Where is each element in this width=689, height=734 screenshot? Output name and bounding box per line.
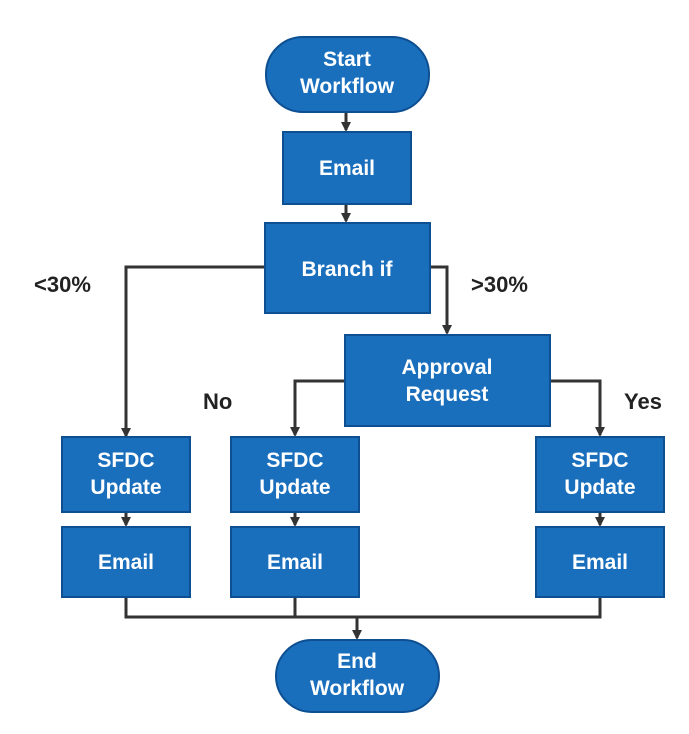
sfdc-update-node-middle[interactable]: SFDC Update xyxy=(230,436,360,513)
node-shape[interactable] xyxy=(230,436,360,513)
label-greater-than-30: >30% xyxy=(471,272,528,297)
email-node-top[interactable]: Email xyxy=(282,131,412,205)
node-label: SFDC Update xyxy=(564,449,635,499)
edge-approval-yes xyxy=(550,379,605,437)
sfdc-update-node-right[interactable]: SFDC Update xyxy=(535,436,665,513)
sfdc-mid-line-1: SFDC xyxy=(266,449,323,472)
node-shape[interactable] xyxy=(230,526,360,598)
node-shape[interactable] xyxy=(535,526,665,598)
sfdc-left-line-1: SFDC xyxy=(97,449,154,472)
sfdc-update-node-left[interactable]: SFDC Update xyxy=(61,436,191,513)
label-yes: Yes xyxy=(624,389,662,414)
connectors xyxy=(121,112,605,640)
approval-line-2: Request xyxy=(406,383,489,406)
node-shape[interactable] xyxy=(264,222,431,314)
edge-branch-left xyxy=(121,265,265,438)
edge-approval-no xyxy=(290,379,345,437)
node-shape[interactable] xyxy=(61,436,191,513)
branch-label: Branch if xyxy=(301,258,393,281)
edge-merge-left xyxy=(124,597,357,619)
start-line-1: Start xyxy=(323,48,371,71)
email-node-middle[interactable]: Email xyxy=(230,526,360,598)
edge-merge-right xyxy=(357,597,602,619)
node-shape[interactable] xyxy=(344,334,551,427)
sfdc-right-line-2: Update xyxy=(564,476,635,499)
node-shape[interactable] xyxy=(275,639,440,713)
label-less-than-30: <30% xyxy=(34,272,91,297)
sfdc-mid-line-2: Update xyxy=(259,476,330,499)
email-node-left[interactable]: Email xyxy=(61,526,191,598)
node-shape[interactable] xyxy=(282,131,412,205)
node-shape[interactable] xyxy=(61,526,191,598)
end-line-2: Workflow xyxy=(310,677,405,700)
node-label: SFDC Update xyxy=(259,449,330,499)
node-shape[interactable] xyxy=(535,436,665,513)
email-top-label: Email xyxy=(319,157,375,180)
email-mid-label: Email xyxy=(267,551,323,574)
start-line-2: Workflow xyxy=(300,75,395,98)
edge-branch-approval xyxy=(430,265,452,335)
branch-node[interactable]: Branch if xyxy=(264,222,431,314)
sfdc-right-line-1: SFDC xyxy=(571,449,628,472)
email-left-label: Email xyxy=(98,551,154,574)
label-no: No xyxy=(203,389,232,414)
end-line-1: End xyxy=(337,650,377,673)
approval-line-1: Approval xyxy=(401,356,492,379)
node-label: SFDC Update xyxy=(90,449,161,499)
sfdc-left-line-2: Update xyxy=(90,476,161,499)
node-shape[interactable] xyxy=(265,36,430,113)
email-right-label: Email xyxy=(572,551,628,574)
email-node-right[interactable]: Email xyxy=(535,526,665,598)
